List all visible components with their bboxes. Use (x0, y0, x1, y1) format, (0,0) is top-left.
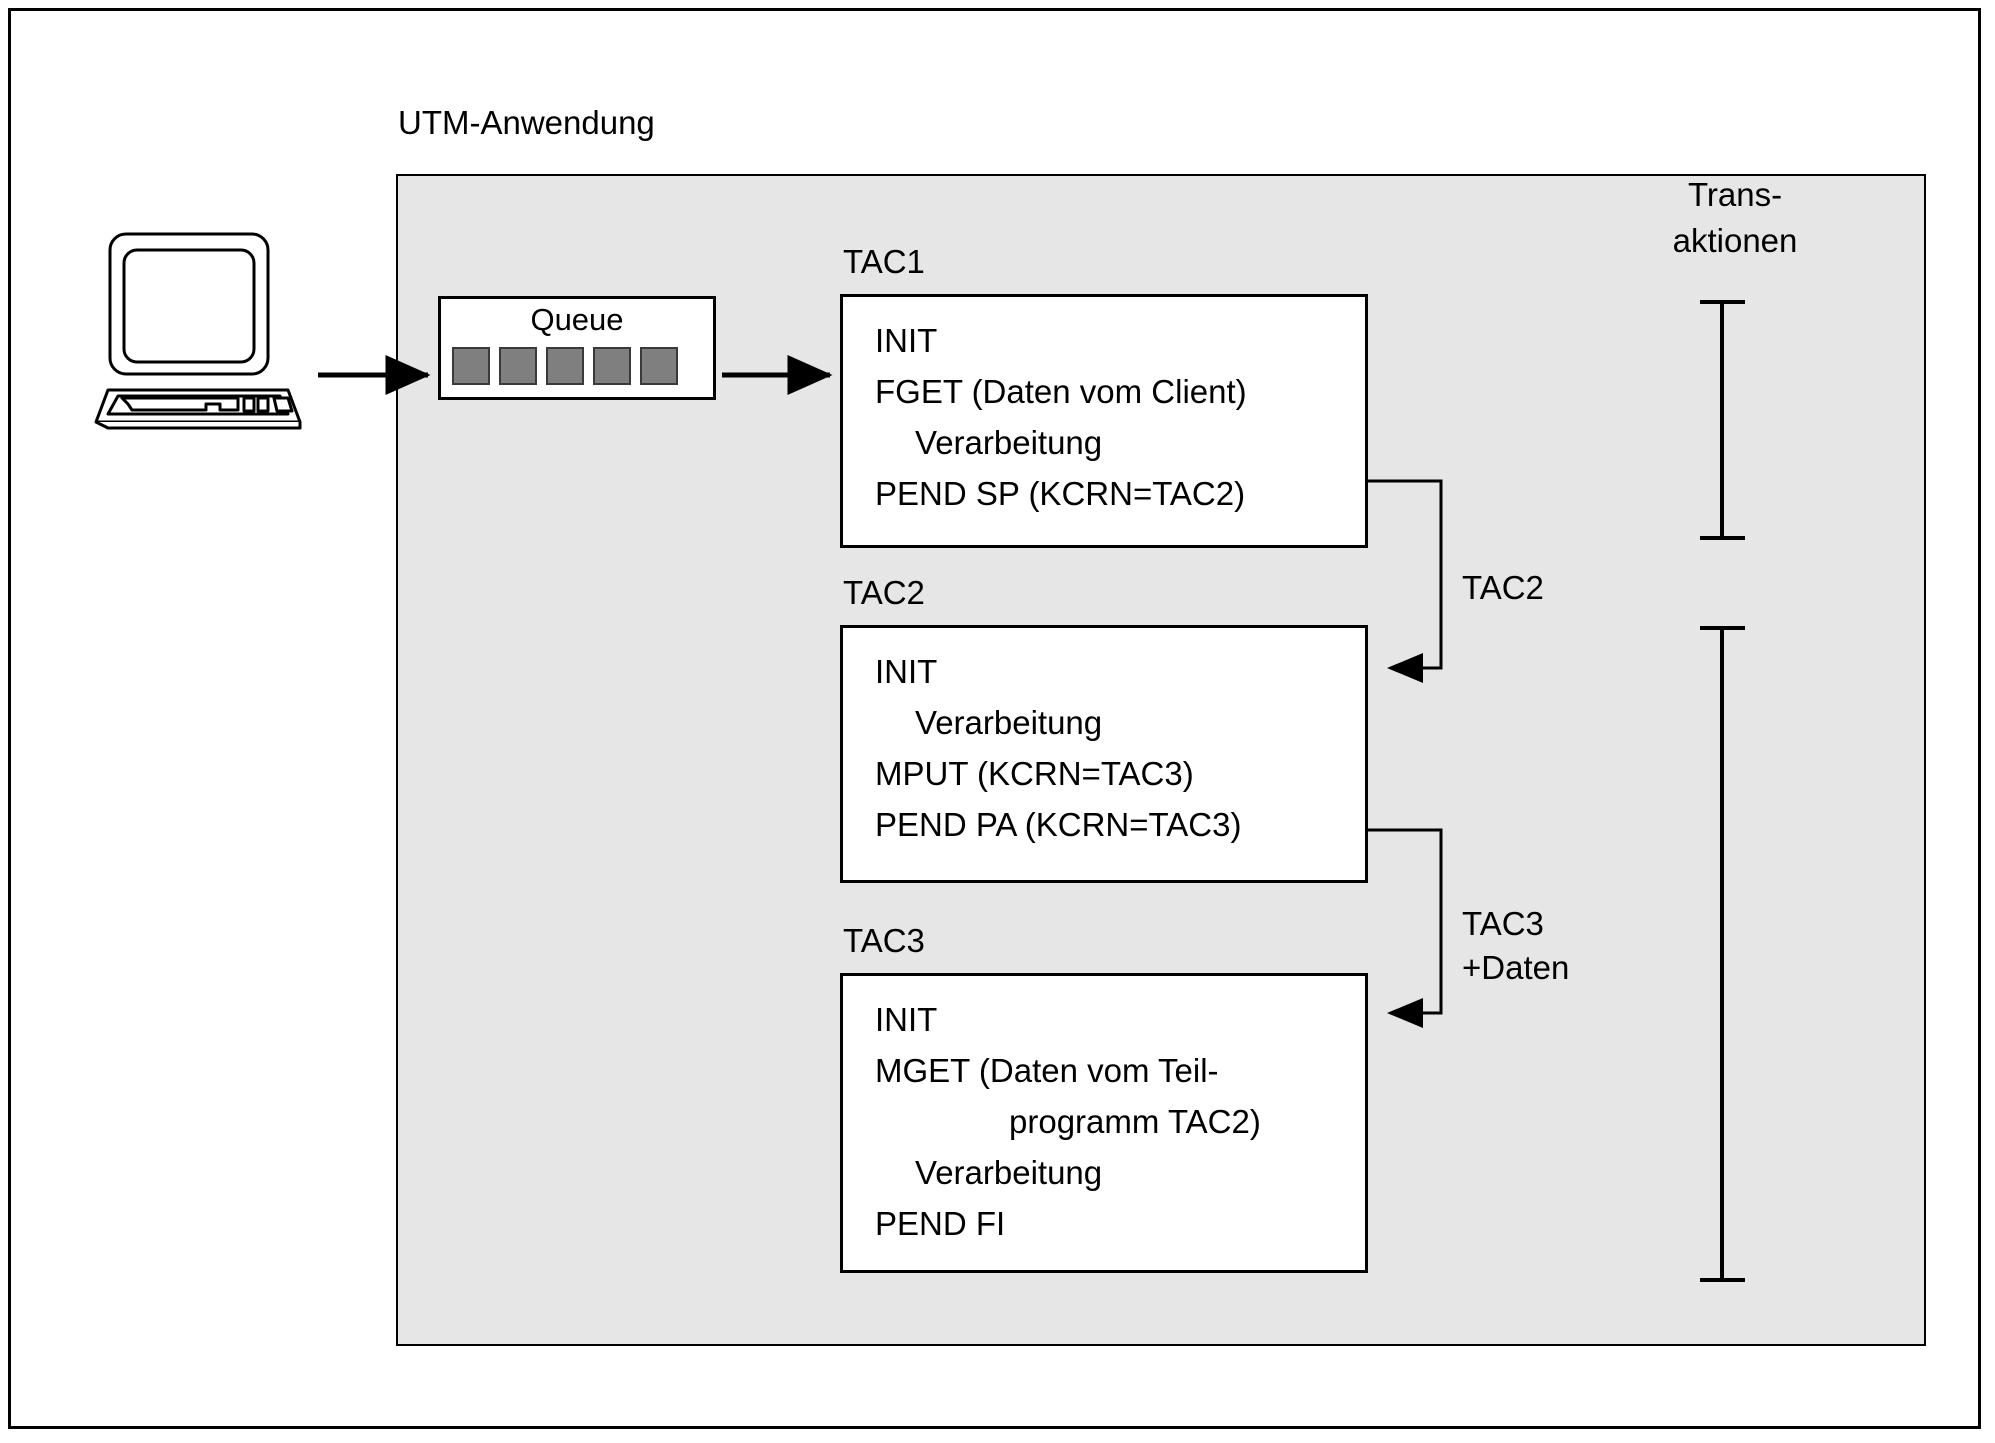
tac3-line: MGET (Daten vom Teil- (875, 1052, 1219, 1089)
tac2-line: INIT (875, 653, 938, 690)
tac3-box: INIT MGET (Daten vom Teil- programm TAC2… (840, 973, 1368, 1273)
tac2-lines: INIT Verarbeitung MPUT (KCRN=TAC3) PEND … (875, 646, 1359, 850)
tac1-caption: TAC1 (843, 243, 925, 280)
tac1-lines: INIT FGET (Daten vom Client) Verarbeitun… (875, 315, 1359, 519)
flow-label-tac2: TAC2 (1462, 569, 1544, 606)
client-terminal-icon (88, 222, 328, 442)
tac3-line: PEND FI (875, 1205, 1006, 1242)
flow-label-tac3-line1: TAC3 (1462, 905, 1544, 942)
tac3-caption: TAC3 (843, 922, 925, 959)
queue-cell (546, 347, 584, 385)
queue-label: Queue (530, 302, 624, 337)
transactions-label-line1: Trans- (1687, 176, 1783, 213)
tac3-line: INIT (875, 1001, 938, 1038)
transactions-label-line2: aktionen (1672, 222, 1798, 259)
queue-cell (640, 347, 678, 385)
queue-cell (593, 347, 631, 385)
transactions-label: Trans- aktionen (1625, 172, 1845, 264)
queue-cell (499, 347, 537, 385)
tac1-line: FGET (Daten vom Client) (875, 373, 1247, 410)
utm-application-caption: UTM-Anwendung (398, 104, 655, 141)
tac2-line: MPUT (KCRN=TAC3) (875, 755, 1194, 792)
queue-cells (452, 347, 678, 385)
tac3-line: programm TAC2) (1009, 1103, 1261, 1140)
queue-cell (452, 347, 490, 385)
queue-box: Queue (438, 296, 716, 400)
tac1-line: PEND SP (KCRN=TAC2) (875, 475, 1246, 512)
flow-label-tac3: TAC3 +Daten (1462, 902, 1569, 990)
tac2-caption: TAC2 (843, 574, 925, 611)
tac1-line: Verarbeitung (915, 424, 1103, 461)
tac2-line: Verarbeitung (915, 704, 1103, 741)
tac1-line: INIT (875, 322, 938, 359)
tac1-box: INIT FGET (Daten vom Client) Verarbeitun… (840, 294, 1368, 548)
tac3-line: Verarbeitung (915, 1154, 1103, 1191)
tac2-box: INIT Verarbeitung MPUT (KCRN=TAC3) PEND … (840, 625, 1368, 883)
tac2-line: PEND PA (KCRN=TAC3) (875, 806, 1242, 843)
flow-label-tac3-line2: +Daten (1462, 949, 1570, 986)
tac3-lines: INIT MGET (Daten vom Teil- programm TAC2… (875, 994, 1359, 1249)
